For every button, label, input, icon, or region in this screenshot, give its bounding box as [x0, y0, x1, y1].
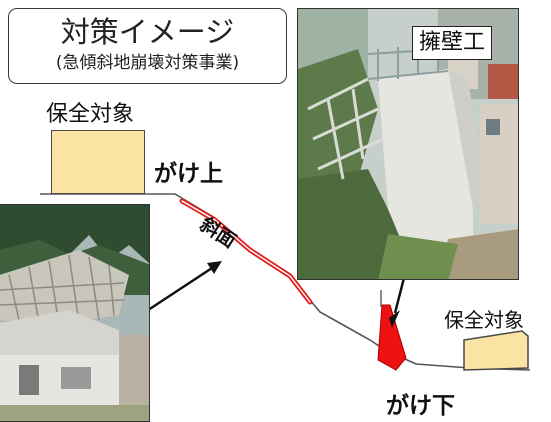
wall-pointer-arrowhead [389, 310, 400, 328]
title-box: 対策イメージ (急傾斜地崩壊対策事業) [8, 8, 287, 84]
protected-target-bottom [463, 330, 529, 371]
slope-highlight-inner [181, 200, 311, 303]
diagram-title: 対策イメージ [60, 15, 235, 49]
slope-highlight [179, 198, 313, 305]
cliff-top-label: がけ上 [154, 161, 223, 187]
protected-target-top-label: 保全対象 [46, 102, 135, 127]
cliff-bottom-label: がけ下 [386, 393, 455, 419]
slope-collapse-photo [0, 204, 150, 422]
retaining-wall-photo-drawing [298, 9, 518, 279]
protected-target-top [51, 130, 145, 194]
retaining-wall-shape [377, 304, 407, 371]
diagram-subtitle: (急傾斜地崩壊対策事業) [55, 53, 240, 73]
protected-target-bottom-label: 保全対象 [444, 308, 524, 332]
retaining-wall-label: 擁壁工 [412, 26, 493, 60]
slope-collapse-photo-drawing [0, 205, 149, 421]
retaining-wall-photo [297, 8, 519, 280]
slope-pointer-arrowhead [207, 261, 222, 274]
